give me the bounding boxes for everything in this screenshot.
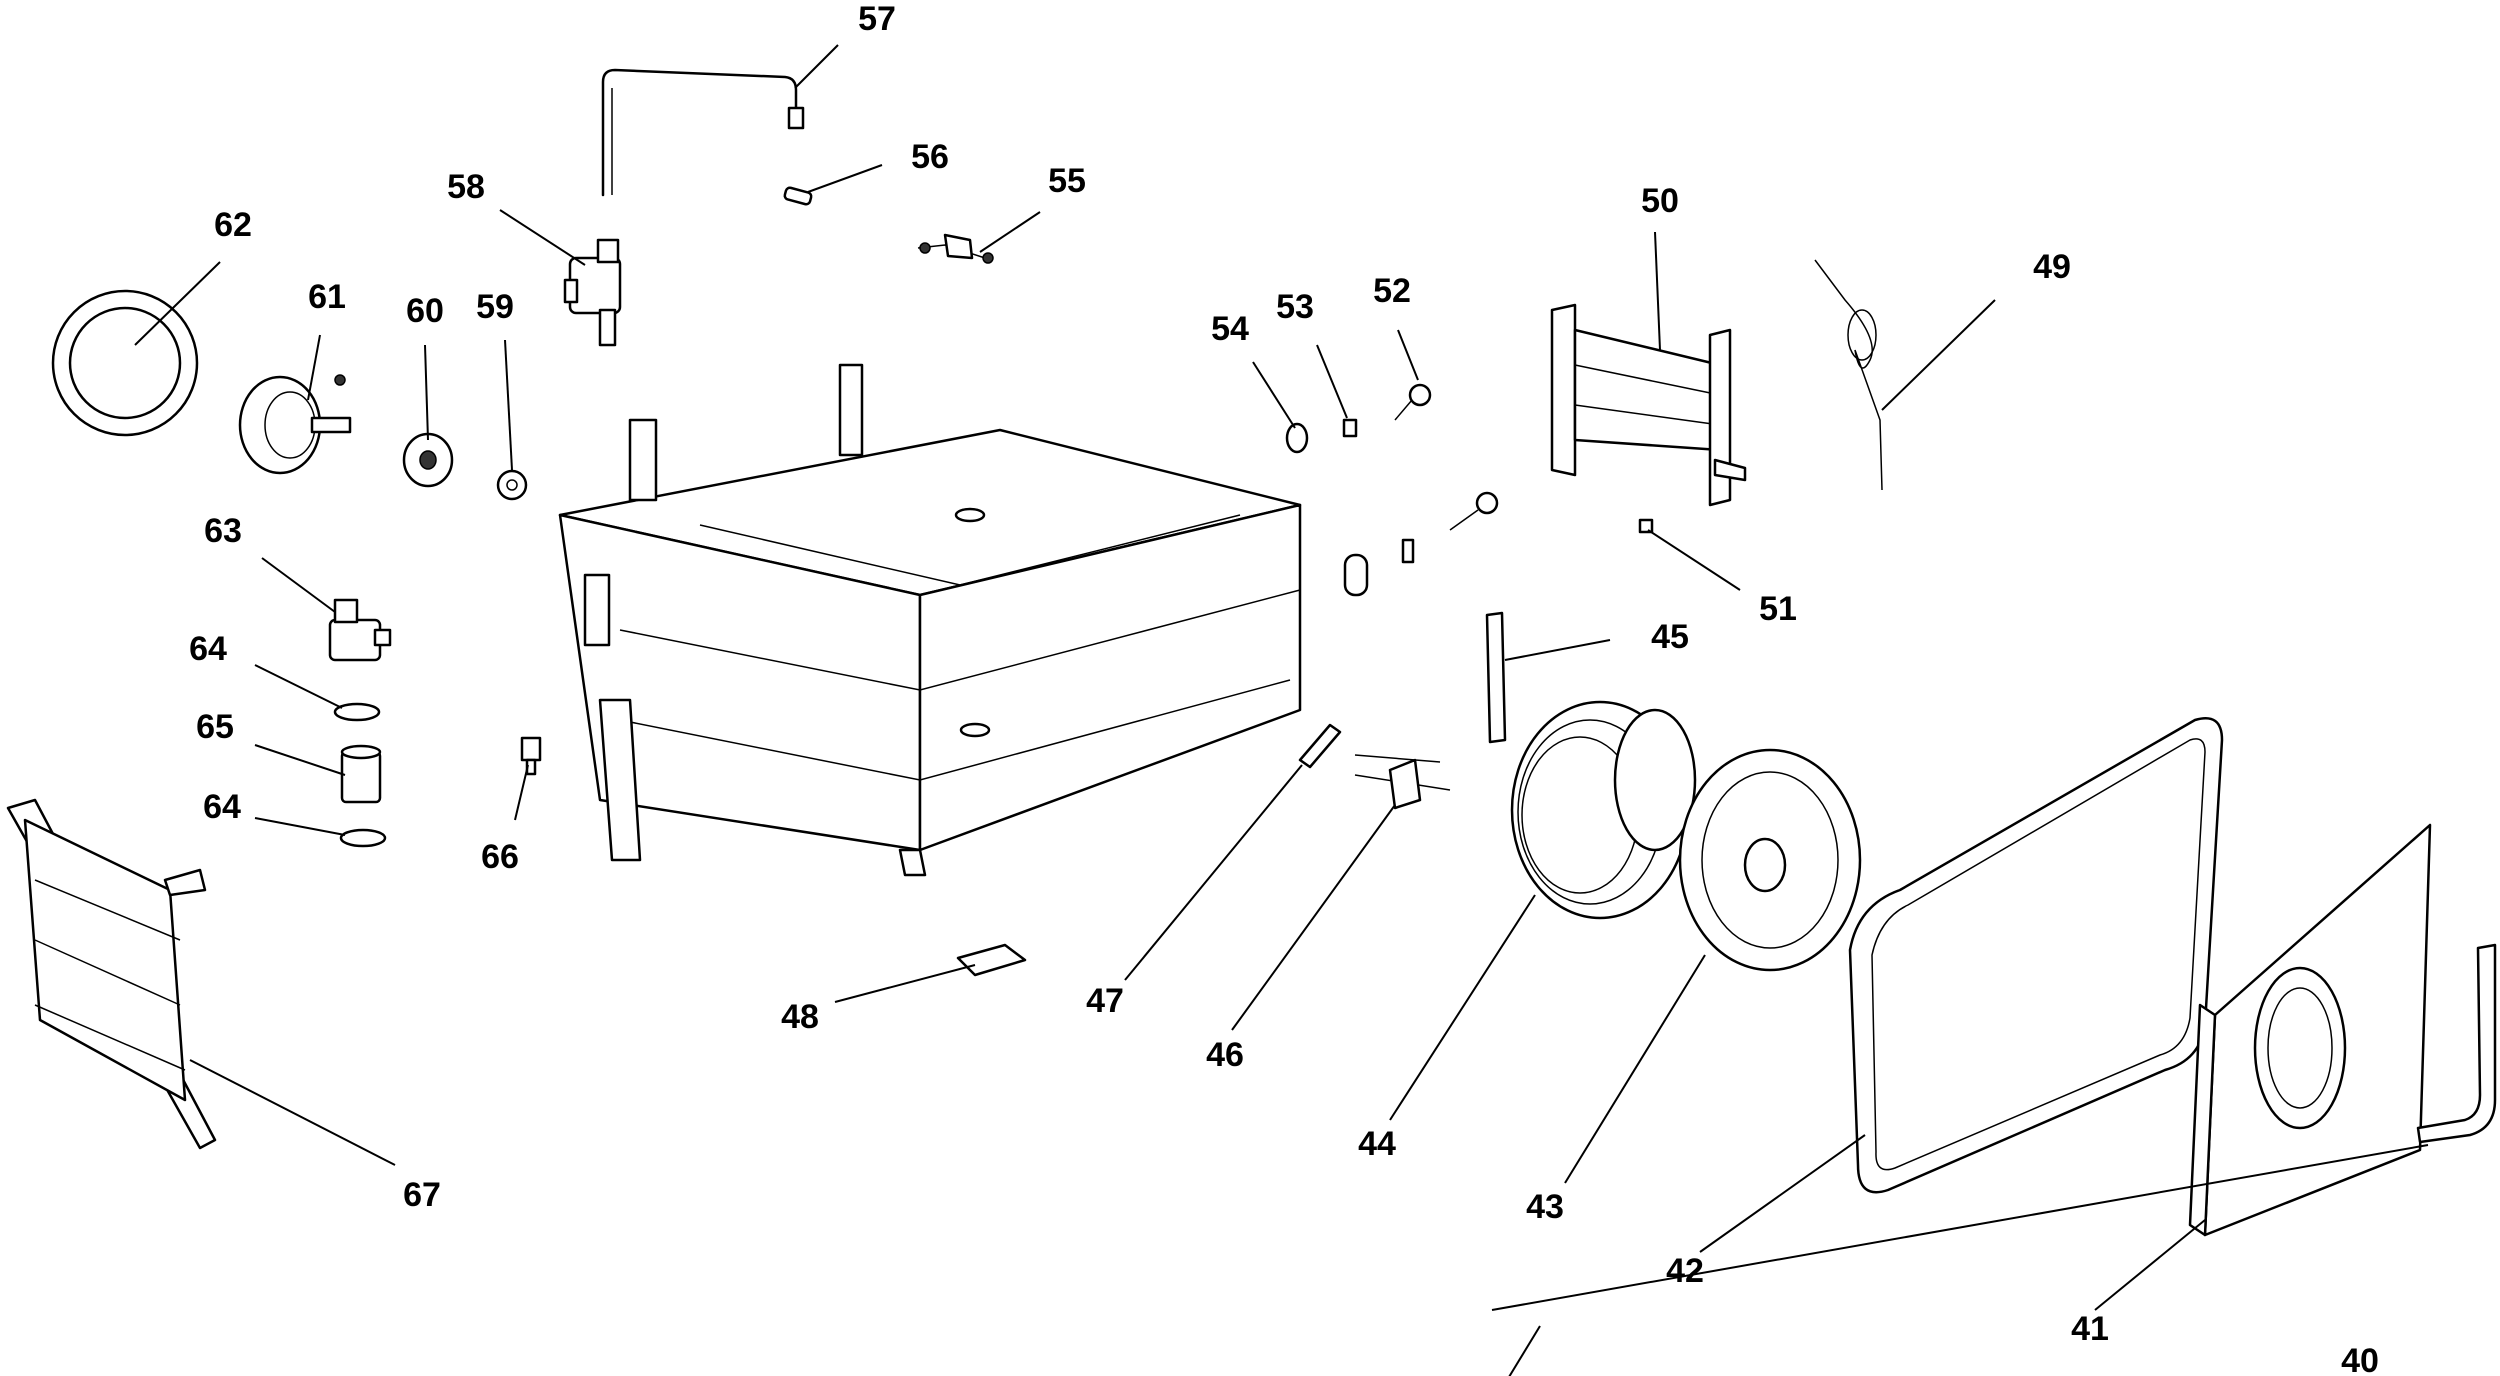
gas-valve-58 (563, 238, 622, 347)
part-label-44: 44 (1358, 1125, 1396, 1163)
bracket-47 (1298, 723, 1342, 769)
clip-mid (1401, 538, 1415, 564)
part-label-51: 51 (1759, 590, 1797, 628)
burner-48 (956, 943, 1027, 977)
part-label-61: 61 (308, 278, 346, 316)
rack-50 (1550, 303, 1747, 507)
part-label-63: 63 (204, 512, 242, 550)
part-label-60: 60 (406, 292, 444, 330)
part-label-50: 50 (1641, 182, 1679, 220)
bracket-40 (2416, 943, 2497, 1144)
fitting-51 (1638, 518, 1654, 534)
washer-59 (496, 469, 528, 501)
bar-45 (1485, 611, 1507, 744)
clip-53 (1342, 418, 1358, 438)
valve-63 (328, 598, 392, 662)
part-label-40: 40 (2341, 1342, 2379, 1376)
mounting-bracket-67 (6, 798, 217, 1150)
sensor-right (1449, 491, 1499, 531)
inducer-motor-61 (238, 374, 352, 475)
part-label-52: 52 (1373, 272, 1411, 310)
wheel-60 (402, 432, 454, 488)
part-label-43: 43 (1526, 1188, 1564, 1226)
fitting-56 (783, 186, 813, 206)
blower-wheel-43 (1678, 748, 1862, 972)
part-label-48: 48 (781, 998, 819, 1036)
part-label-54: 54 (1211, 310, 1249, 348)
part-label-56: 56 (911, 138, 949, 176)
hose-sleeve-65 (340, 744, 382, 804)
part-label-67: 67 (403, 1176, 441, 1214)
igniter-46 (1354, 754, 1451, 810)
hose-clamp-64-upper (333, 702, 381, 722)
part-label-57: 57 (858, 0, 896, 38)
part-label-42: 42 (1666, 1252, 1704, 1290)
blower-coil-44 (1510, 700, 1697, 920)
part-label-58: 58 (447, 168, 485, 206)
part-label-49: 49 (2033, 248, 2071, 286)
part-label-66: 66 (481, 838, 519, 876)
heat-exchanger-box (558, 363, 1302, 877)
grommet-54 (1285, 422, 1309, 454)
part-labels: 40 41 42 43 44 45 46 47 48 49 50 51 52 5… (189, 0, 2379, 1376)
fitting-66 (520, 736, 542, 776)
thermocouple-49 (1814, 259, 1883, 491)
leader-lines (134, 44, 2429, 1376)
part-label-64-upper: 64 (189, 630, 227, 668)
part-label-53: 53 (1276, 288, 1314, 326)
part-label-47: 47 (1086, 982, 1124, 1020)
part-label-55: 55 (1048, 162, 1086, 200)
part-label-41: 41 (2071, 1310, 2109, 1348)
part-label-46: 46 (1206, 1036, 1244, 1074)
part-label-59: 59 (476, 288, 514, 326)
sensor-55 (917, 233, 994, 264)
gas-tube-57 (601, 68, 805, 197)
sensor-52 (1394, 383, 1432, 421)
part-label-65: 65 (196, 708, 234, 746)
gasket-ring-62 (51, 289, 199, 437)
part-label-62: 62 (214, 206, 252, 244)
panel-gasket-42 (1848, 717, 2224, 1194)
part-label-45: 45 (1651, 618, 1689, 656)
grommet-left (1343, 553, 1369, 597)
fan-panel-41 (2188, 823, 2432, 1237)
part-label-64-lower: 64 (203, 788, 241, 826)
hose-clamp-64-lower (339, 828, 387, 848)
